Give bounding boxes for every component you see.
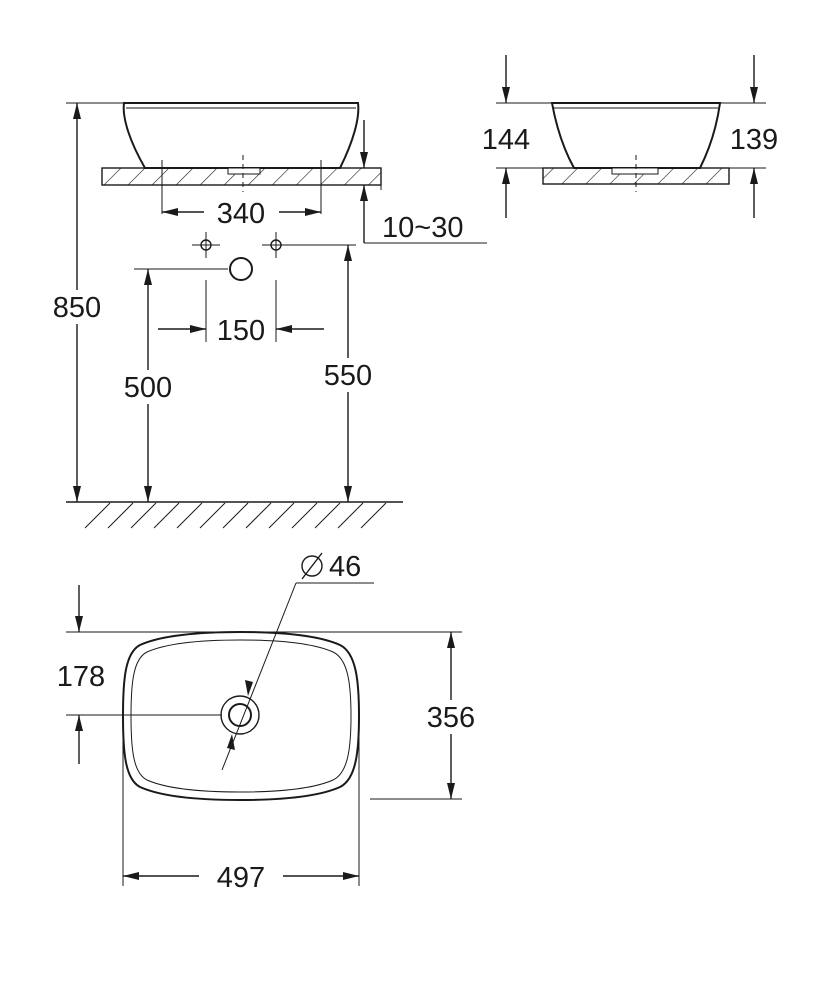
waste-outlet-circle [229, 257, 253, 281]
dim-178-label: 178 [57, 661, 105, 693]
side-view: 144 139 [482, 55, 778, 218]
dim-356-label: 356 [427, 702, 475, 734]
dim-850-label: 850 [53, 292, 101, 324]
dim-150-label: 150 [217, 315, 265, 347]
drain-inner-circle [228, 703, 252, 727]
plan-view: 46 178 356 497 [57, 551, 483, 894]
tap-hole-right [262, 232, 290, 342]
dim-144-label: 144 [482, 124, 530, 156]
dim-500-label: 500 [124, 372, 172, 404]
dim-46-label: 46 [329, 551, 361, 583]
dim-139-label: 139 [730, 124, 778, 156]
front-basin-bowl [122, 102, 360, 169]
dim-550-label: 550 [324, 360, 372, 392]
front-elevation-view: 340 150 10~30 [48, 102, 487, 529]
tap-hole-left [192, 232, 220, 342]
plan-basin-inner-rim [130, 639, 352, 793]
drain-outer-circle [220, 695, 260, 735]
plan-basin-outline [121, 630, 361, 802]
floor-line [66, 501, 403, 529]
diameter-symbol-icon [301, 552, 323, 580]
dim-340-label: 340 [217, 198, 265, 230]
dim-497-label: 497 [217, 862, 265, 894]
dim-10-30-label: 10~30 [382, 212, 463, 244]
